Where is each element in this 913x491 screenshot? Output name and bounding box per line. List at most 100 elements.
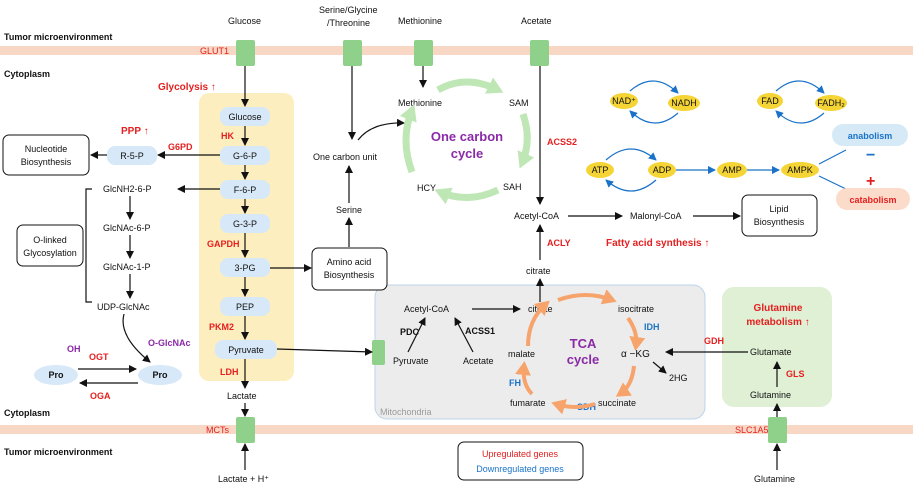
node-sah: SAH <box>503 182 522 192</box>
atp-adp-cycle <box>586 148 847 192</box>
input-glutamine: Glutamine <box>754 474 795 484</box>
legend-box <box>457 441 584 481</box>
tca-malate: malate <box>508 349 535 359</box>
one-carbon-title-1: One carbon <box>431 129 503 144</box>
mito-pyruvate: Pyruvate <box>393 356 429 366</box>
enzyme-pdc: PDC <box>400 327 420 337</box>
node-hcy: HCY <box>417 183 436 193</box>
node-glutamine-in: Glutamine <box>750 390 791 400</box>
node-citrate-cyto: citrate <box>526 266 551 276</box>
input-lactate-h: Lactate + H⁺ <box>218 474 269 484</box>
tca-2hg: 2HG <box>669 373 688 383</box>
node-3pg: 3-PG <box>234 263 255 273</box>
cofactor-nad: NAD⁺ <box>612 96 636 106</box>
cofactor-adp: ADP <box>653 165 672 175</box>
input-threonine: /Threonine <box>327 18 370 28</box>
input-acetate: Acetate <box>521 16 552 26</box>
mito-acetyl-coa: Acetyl-CoA <box>404 304 449 314</box>
transporter-slc1a5 <box>768 417 787 443</box>
lipid-line1: Lipid <box>769 204 788 214</box>
cofactor-nadh: NADH <box>671 98 697 108</box>
glycolysis-nodes: Glucose G-6-P F-6-P G-3-P 3-PG PEP Pyruv… <box>215 107 277 359</box>
node-lactate: Lactate <box>227 391 257 401</box>
mitochondria-label: Mitochondria <box>380 407 432 417</box>
tca-akg: α −KG <box>621 349 650 360</box>
cytoplasm-bottom: Cytoplasm <box>4 408 50 418</box>
tca-title-2: cycle <box>567 352 600 367</box>
amino-acid-line2: Biosynthesis <box>324 270 375 280</box>
enzyme-pkm2: PKM2 <box>209 322 234 332</box>
ppp-title: PPP ↑ <box>121 126 149 137</box>
tca-title-1: TCA <box>570 336 597 351</box>
transporter-glut1 <box>236 40 255 66</box>
node-glcnac-1p: GlcNAc-1-P <box>103 262 151 272</box>
glycolysis-title: Glycolysis ↑ <box>158 82 216 93</box>
pro-left-label: Pro <box>48 370 64 380</box>
tca-cycle-arrows <box>515 289 646 415</box>
enzyme-ldh: LDH <box>220 367 239 377</box>
plus-sign: + <box>866 173 875 190</box>
anabolism-box <box>832 124 908 146</box>
transporter-mct <box>236 417 255 443</box>
lipid-biosynthesis-box <box>741 194 818 237</box>
lipid-line2: Biosynthesis <box>754 217 805 227</box>
mito-acetate: Acetate <box>463 356 494 366</box>
enzyme-hk: HK <box>221 131 234 141</box>
node-acetyl-coa-cyto: Acetyl-CoA <box>514 211 559 221</box>
slc1a5-label: SLC1A5 <box>735 425 769 435</box>
node-serine: Serine <box>336 205 362 215</box>
node-glcnac-6p: GlcNAc-6-P <box>103 223 151 233</box>
node-pep: PEP <box>236 302 254 312</box>
input-methionine: Methionine <box>398 16 442 26</box>
input-glucose: Glucose <box>228 16 261 26</box>
nucleotide-line2: Biosynthesis <box>21 157 72 167</box>
legend-up: Upregulated genes <box>482 449 559 459</box>
enzyme-gls: GLS <box>786 369 805 379</box>
enzyme-acss2: ACSS2 <box>547 137 577 147</box>
tca-succinate: succinate <box>598 398 636 408</box>
catabolism-label: catabolism <box>849 195 896 205</box>
anabolism-label: anabolism <box>848 131 893 141</box>
fad-fadh2-cycle <box>757 80 847 124</box>
transporter-acetate <box>530 40 549 66</box>
node-glutamate: Glutamate <box>750 347 792 357</box>
oglcnac-label: O-GlcNAc <box>148 338 191 348</box>
enzyme-acss1: ACSS1 <box>465 326 495 336</box>
fatty-acid-synthesis-title: Fatty acid synthesis ↑ <box>606 238 709 249</box>
nad-nadh-cycle <box>610 80 700 124</box>
glutamine-panel <box>722 287 832 407</box>
enzyme-oga: OGA <box>90 391 111 401</box>
node-glcnh2-6p: GlcNH2-6-P <box>103 184 152 194</box>
olinked-box <box>16 224 84 267</box>
node-r5p: R-5-P <box>120 151 144 161</box>
glycolysis-panel <box>199 93 294 381</box>
tumor-microenvironment-top: Tumor microenvironment <box>4 32 112 42</box>
glut1-label: GLUT1 <box>200 46 229 56</box>
pro-right <box>138 365 182 385</box>
membrane-top <box>0 46 913 55</box>
node-sam: SAM <box>509 98 529 108</box>
transporter-methionine <box>414 40 433 66</box>
minus-sign: − <box>866 147 875 164</box>
pro-left <box>34 365 78 385</box>
one-carbon-cycle-arrows <box>399 77 535 205</box>
catabolism-box <box>836 188 910 210</box>
oh-label: OH <box>67 344 81 354</box>
tca-isocitrate: isocitrate <box>618 304 654 314</box>
enzyme-fh: FH <box>509 378 521 388</box>
node-f6p: F-6-P <box>234 185 257 195</box>
cofactor-fadh2: FADH₂ <box>817 98 845 108</box>
nucleotide-line1: Nucleotide <box>25 144 68 154</box>
node-g3p: G-3-P <box>233 219 257 229</box>
pro-right-label: Pro <box>152 370 168 380</box>
node-pyruvate: Pyruvate <box>228 345 264 355</box>
glutamine-title-2: metabolism ↑ <box>746 317 809 328</box>
legend-down: Downregulated genes <box>476 464 564 474</box>
amino-acid-line1: Amino acid <box>327 257 372 267</box>
node-one-carbon-unit: One carbon unit <box>313 152 378 162</box>
enzyme-gdh: GDH <box>704 336 724 346</box>
olinked-line1: O-linked <box>33 235 67 245</box>
one-carbon-title-2: cycle <box>451 146 484 161</box>
tumor-microenvironment-bottom: Tumor microenvironment <box>4 447 112 457</box>
